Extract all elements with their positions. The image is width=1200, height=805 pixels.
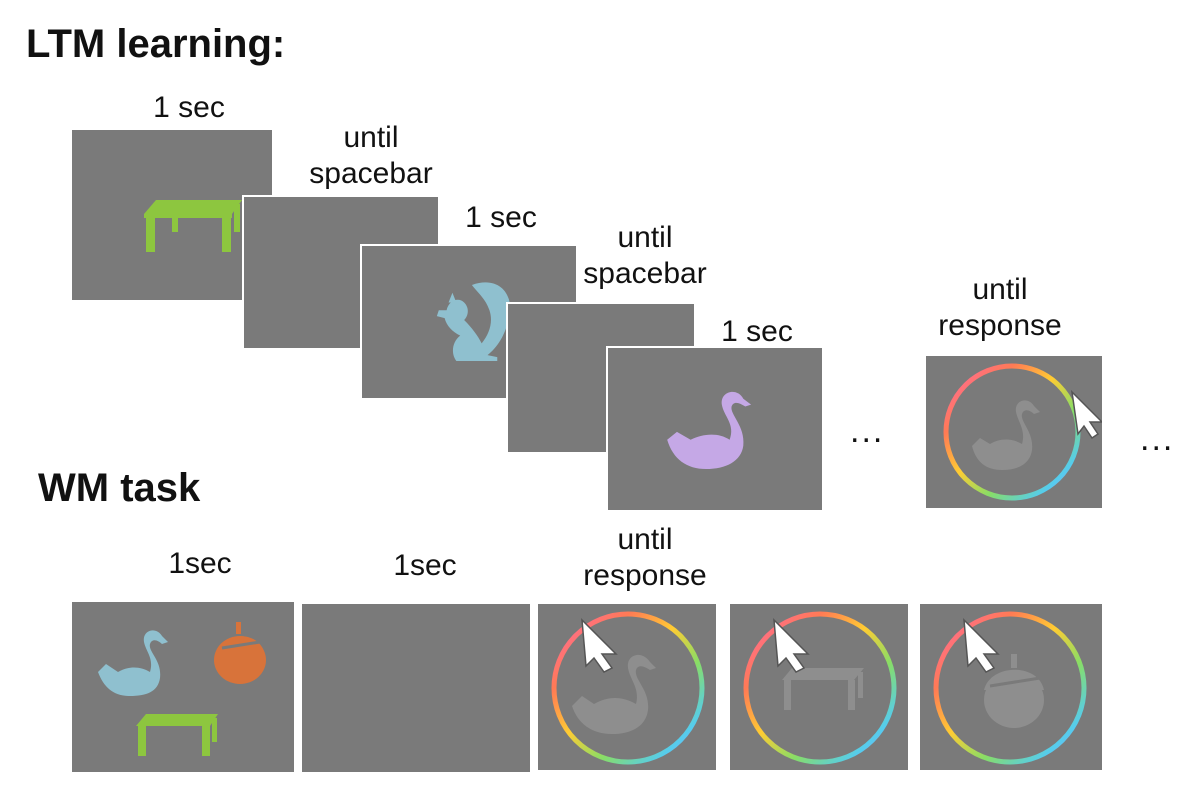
table-icon (144, 200, 242, 252)
squirrel-icon (436, 282, 511, 361)
swan-icon (98, 630, 168, 696)
ltm-screen-response (926, 356, 1102, 508)
ltm-screen-swan (606, 346, 824, 512)
table-icon (136, 714, 218, 756)
mouse-cursor-icon (773, 618, 810, 673)
ltm-step4-duration: until spacebar (583, 221, 707, 290)
ltm-step1-duration: 1 sec (153, 91, 225, 124)
ltm-ellipsis-1: ... (850, 412, 885, 450)
wm-screen-response-swan (538, 604, 716, 770)
ltm-step3-duration: 1 sec (465, 201, 537, 234)
acorn-probe-icon (984, 654, 1044, 728)
ltm-step5-duration: 1 sec (721, 315, 793, 348)
acorn-icon (214, 622, 266, 684)
mouse-cursor-icon (581, 618, 618, 673)
ltm-ellipsis-2: ... (1140, 420, 1175, 458)
ltm-step6-duration: until response (938, 273, 1062, 342)
wm-screen-memory-array (72, 602, 294, 772)
table-probe-icon (782, 668, 864, 710)
wm-screen-response-acorn (920, 604, 1102, 770)
wm-screen-blank (302, 604, 530, 772)
mouse-cursor-icon (1070, 389, 1102, 440)
ltm-screen-table (72, 130, 272, 300)
swan-probe-icon (572, 654, 656, 734)
color-wheel-icon[interactable] (551, 611, 705, 765)
ltm-learning-title: LTM learning: (26, 22, 286, 66)
wm-step2-duration: 1sec (393, 549, 457, 582)
wm-task-title: WM task (38, 466, 201, 510)
swan-icon (667, 391, 752, 470)
swan-probe-icon (972, 400, 1040, 470)
color-wheel-icon[interactable] (933, 611, 1087, 765)
color-wheel-icon[interactable] (943, 363, 1081, 501)
wm-step1-duration: 1sec (168, 547, 232, 580)
color-wheel-icon[interactable] (743, 611, 897, 765)
mouse-cursor-icon (963, 618, 1000, 673)
wm-step3-duration: until response (583, 523, 707, 592)
wm-screen-response-table (730, 604, 908, 770)
ltm-step2-duration: until spacebar (309, 121, 433, 190)
